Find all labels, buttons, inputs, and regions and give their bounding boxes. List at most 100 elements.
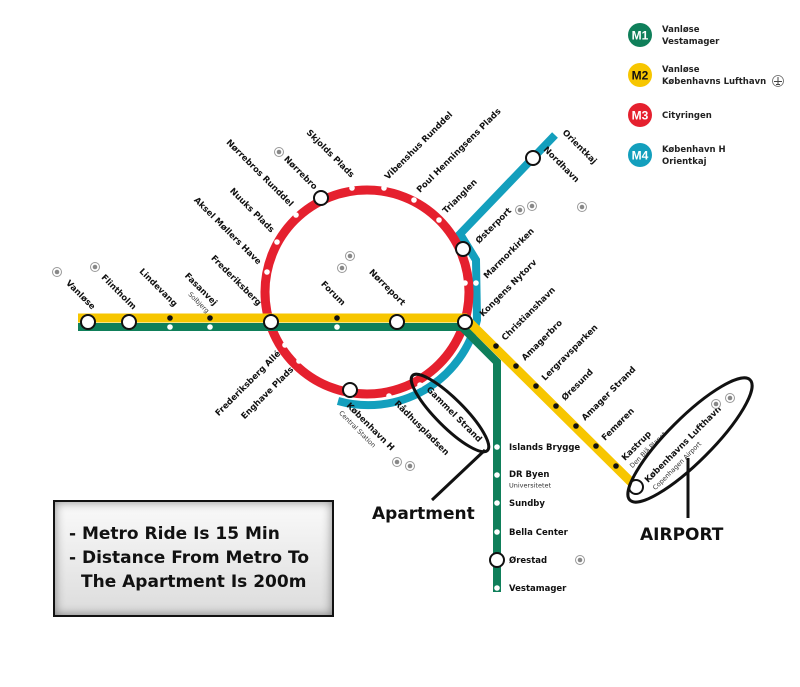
station-islands-brygge[interactable] [494, 444, 500, 450]
station-vanlose[interactable] [80, 314, 96, 330]
station-dot[interactable] [293, 212, 299, 218]
station-dot[interactable] [207, 315, 213, 321]
station-oresund[interactable] [553, 403, 559, 409]
station-flintholm[interactable] [121, 314, 137, 330]
station-norrebro[interactable] [313, 190, 329, 206]
s-train-icon-core [529, 203, 535, 209]
station-dot[interactable] [384, 381, 390, 387]
station-dot[interactable] [167, 315, 173, 321]
station-dot[interactable] [553, 403, 559, 409]
station-vestamager[interactable] [494, 585, 500, 591]
station-dot[interactable] [436, 217, 442, 223]
line-badge-label: M2 [632, 69, 649, 83]
station-amager-strand[interactable] [573, 423, 579, 429]
station-label: DR Byen [509, 470, 549, 480]
station-norreport[interactable] [389, 314, 405, 330]
station-marmorkirken[interactable] [462, 280, 479, 286]
line-m3-ring [260, 185, 474, 399]
station-label: Orientkaj [560, 128, 599, 167]
station-frederiksberg[interactable] [263, 314, 279, 330]
airport-label: AIRPORT [640, 525, 724, 545]
interchange-marker[interactable] [342, 382, 358, 398]
station-ra-dhuspladsen[interactable] [384, 381, 392, 399]
s-train-icon-core [394, 459, 400, 465]
interchange-marker[interactable] [313, 190, 329, 206]
station-norrebros-runddel[interactable] [293, 212, 299, 218]
station-dot[interactable] [593, 443, 599, 449]
station-forum[interactable] [334, 315, 340, 330]
station-dot[interactable] [494, 529, 500, 535]
station-poul-henningsens-plads[interactable] [411, 197, 417, 203]
station-orestad[interactable] [489, 552, 505, 568]
station-trianglen[interactable] [436, 217, 442, 223]
station-dot[interactable] [381, 185, 387, 191]
station-dot[interactable] [613, 463, 619, 469]
station-label: Flintholm [99, 273, 138, 312]
line-badge [628, 103, 652, 127]
interchange-marker[interactable] [525, 150, 541, 166]
station-dot[interactable] [513, 363, 519, 369]
station-dot[interactable] [411, 197, 417, 203]
station-dot[interactable] [494, 472, 500, 478]
station-vibenshus-runddel[interactable] [381, 185, 387, 191]
line-badge-label: M1 [632, 29, 649, 43]
station-aksel-mollers-have[interactable] [264, 269, 270, 275]
station-dot[interactable] [417, 382, 423, 388]
line-badge [628, 63, 652, 87]
station-lindevang[interactable] [167, 315, 173, 330]
interchange-marker[interactable] [457, 314, 473, 330]
station-kongens-nytorv[interactable] [457, 314, 473, 330]
legend-line1: Vanløse [662, 25, 700, 35]
station-dot[interactable] [473, 280, 479, 286]
station-bella-center[interactable] [494, 529, 500, 535]
station-amagerbro[interactable] [513, 363, 519, 369]
station-dot[interactable] [493, 343, 499, 349]
station-lergravsparken[interactable] [533, 383, 539, 389]
station-dot[interactable] [349, 185, 355, 191]
s-train-icon-core [339, 265, 345, 271]
station-dot[interactable] [386, 393, 392, 399]
station-osterport[interactable] [455, 241, 471, 257]
interchange-marker[interactable] [80, 314, 96, 330]
s-train-icon-core [407, 463, 413, 469]
interchange-marker[interactable] [489, 552, 505, 568]
station-christianshavn[interactable] [493, 343, 499, 349]
station-dot[interactable] [533, 383, 539, 389]
interchange-marker[interactable] [263, 314, 279, 330]
station-dot[interactable] [282, 342, 288, 348]
station-dot[interactable] [494, 500, 500, 506]
line-badge [628, 143, 652, 167]
station-skjolds-plads[interactable] [349, 185, 355, 191]
station-label: Nordhavn [541, 145, 581, 185]
s-train-icon-core [54, 269, 60, 275]
station-nuuks-plads[interactable] [274, 239, 280, 245]
station-kastrup[interactable] [613, 463, 619, 469]
station-label: Trianglen [441, 178, 480, 217]
apartment-label: Apartment [372, 504, 475, 524]
station-frederiksberg-alle[interactable] [282, 342, 288, 348]
interchange-marker[interactable] [455, 241, 471, 257]
station-dot[interactable] [573, 423, 579, 429]
station-femoren[interactable] [593, 443, 599, 449]
station-nordhavn[interactable] [525, 150, 541, 166]
station-dot[interactable] [274, 239, 280, 245]
station-kobenhavn-h[interactable] [342, 382, 358, 398]
station-sundby[interactable] [494, 500, 500, 506]
station-enghave-plads[interactable] [296, 358, 302, 364]
station-dot[interactable] [494, 444, 500, 450]
interchange-marker[interactable] [121, 314, 137, 330]
airplane-icon [772, 75, 784, 87]
station-fasanvej[interactable] [207, 315, 213, 330]
station-dr-byen[interactable] [494, 472, 500, 478]
station-dot[interactable] [462, 280, 468, 286]
station-dot[interactable] [334, 315, 340, 321]
station-dot[interactable] [334, 324, 340, 330]
station-dot[interactable] [207, 324, 213, 330]
station-dot[interactable] [296, 358, 302, 364]
station-dot[interactable] [167, 324, 173, 330]
station-dot[interactable] [494, 585, 500, 591]
station-dot[interactable] [264, 269, 270, 275]
interchange-marker[interactable] [389, 314, 405, 330]
note-line-2: - Distance From Metro To [69, 548, 310, 568]
